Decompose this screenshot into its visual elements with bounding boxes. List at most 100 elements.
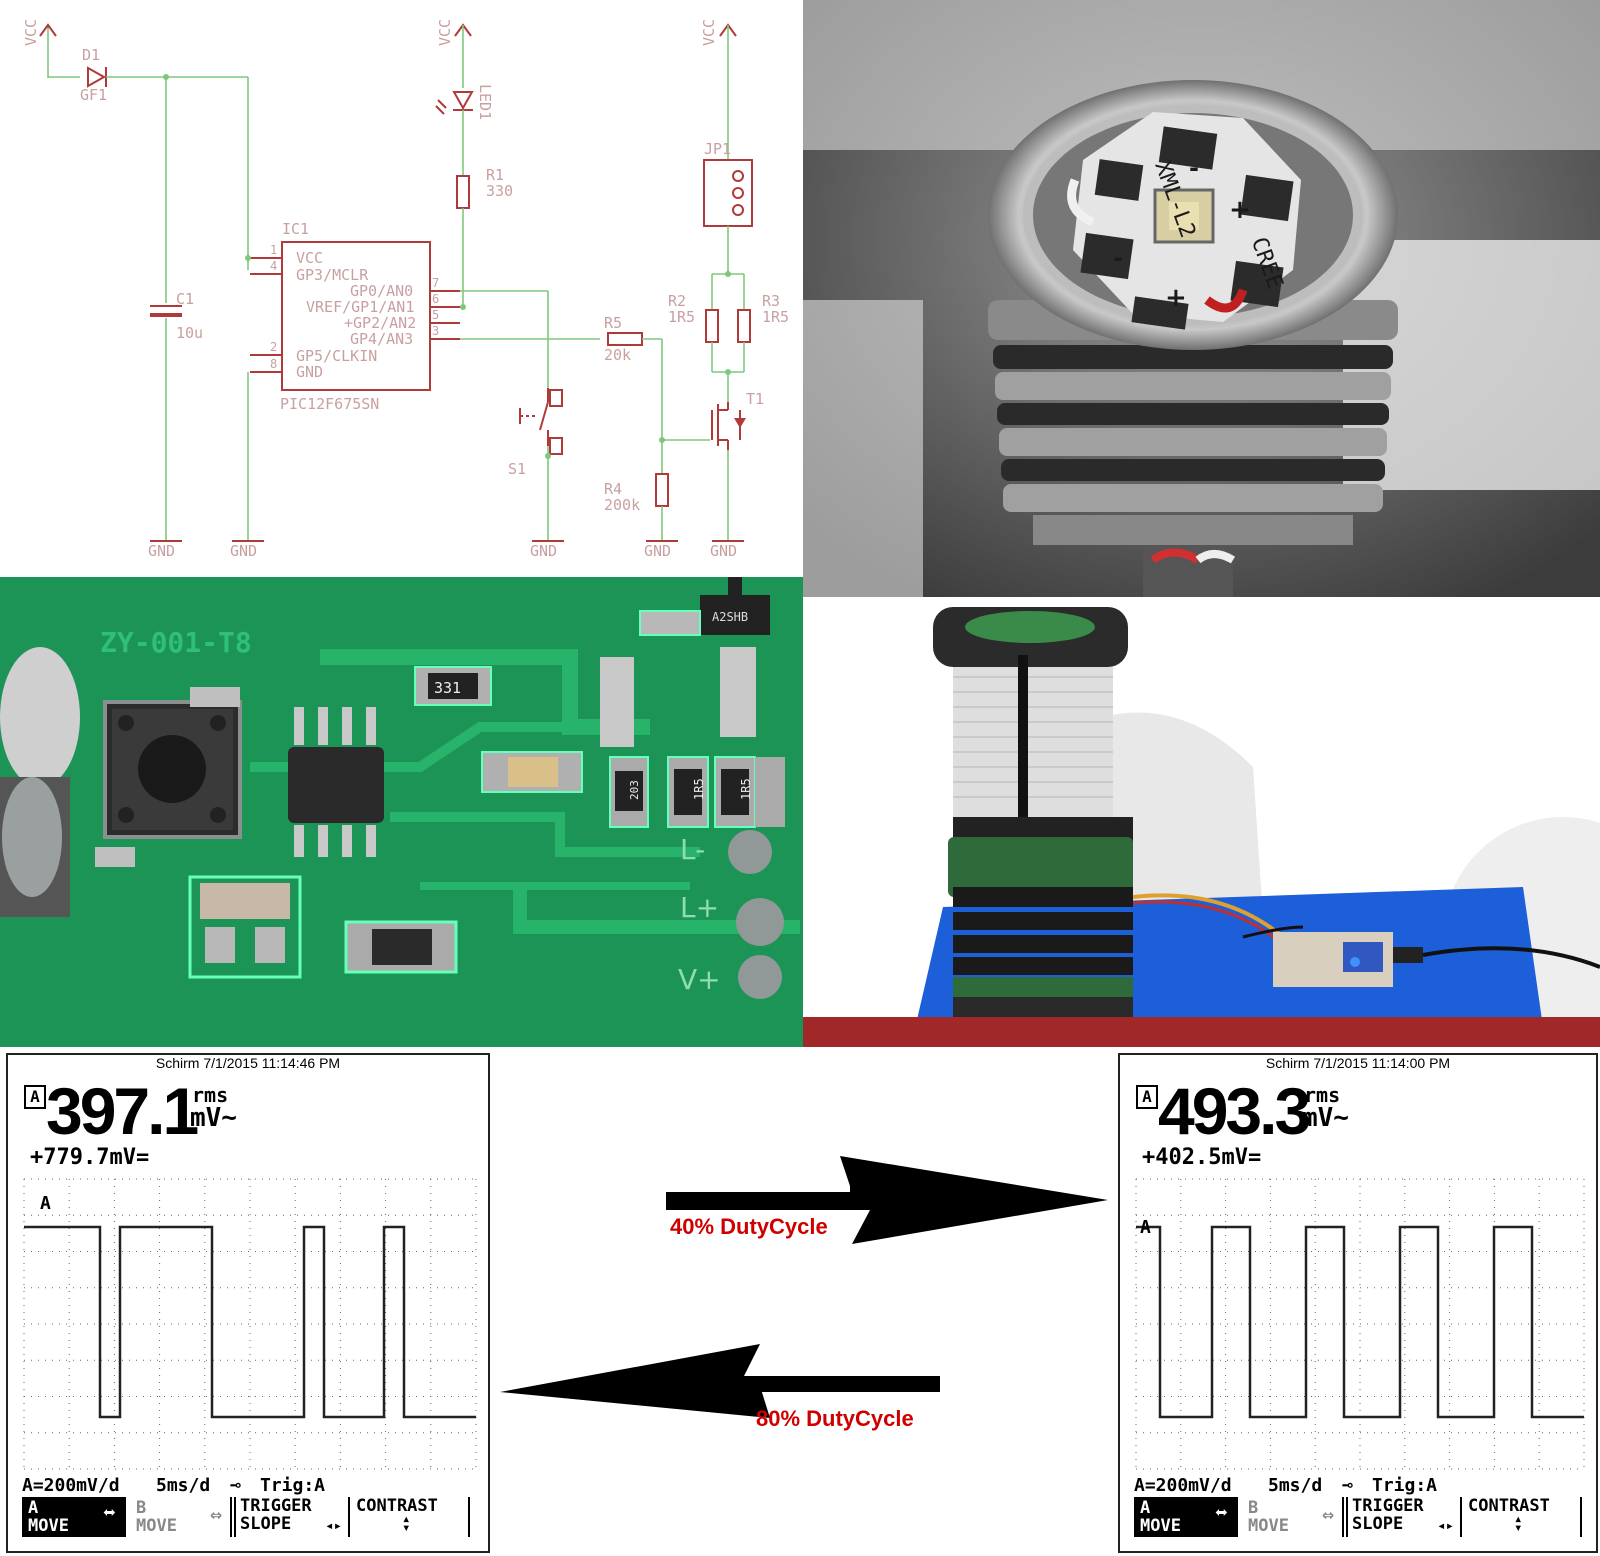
pin-number-1: 1 (270, 243, 277, 257)
ic1-pin-gp3: GP3/MCLR (296, 266, 369, 284)
d1-value: GF1 (80, 86, 107, 104)
scope-right-trigger-button[interactable]: TRIGGER SLOPE ◂▸ (1346, 1497, 1462, 1537)
trigger-icon: ⊸ (1342, 1475, 1353, 1496)
scope-left-b-move-button[interactable]: B MOVE ⇔ (132, 1497, 232, 1537)
r1-label: R1 (486, 166, 504, 184)
left-right-arrow-icon: ⬌ (102, 1501, 116, 1526)
scope-right-reading: 493.3 (1158, 1074, 1311, 1148)
ic1-pin-vcc: VCC (296, 249, 323, 267)
scope-left-reading: 397.1 (46, 1074, 199, 1148)
a-move-label-1: A (28, 1498, 39, 1518)
scope-left-contrast-button[interactable]: CONTRAST ▴▾ (352, 1497, 470, 1537)
gnd-label-3: GND (530, 542, 557, 560)
pin-number-3: 3 (432, 324, 439, 338)
trigger-label-2: SLOPE (1352, 1514, 1404, 1534)
b-move-label-2: MOVE (1248, 1516, 1289, 1536)
led-minus-mark-1: - (1189, 154, 1199, 182)
r5-label: R5 (604, 314, 622, 332)
jp1-label: JP1 (704, 140, 731, 158)
b-move-label-1: B (136, 1498, 147, 1518)
pcb-pad-l-plus: L+ (680, 891, 719, 924)
upper-duty-cycle-label: 40% DutyCycle (670, 1214, 828, 1239)
a-move-label-2: MOVE (28, 1516, 69, 1536)
scope-right-graticule (1135, 1178, 1585, 1470)
scope-left-scale: A=200mV/d (22, 1475, 120, 1496)
schematic-panel: VCC D1 GF1 C1 10u GND IC1 PIC12F675SN VC… (0, 0, 800, 565)
comparison-arrows (500, 1156, 1108, 1418)
up-down-arrow-icon: ▴▾ (402, 1511, 411, 1536)
left-right-arrow-icon: ◂▸ (1437, 1518, 1454, 1534)
ic1-pin-gp5: GP5/CLKIN (296, 347, 377, 365)
pcb-illustration: ZY-001-T8 331 203 1R5 1R5 A2SHB L- (0, 577, 803, 1047)
pcb-photo: ZY-001-T8 331 203 1R5 1R5 A2SHB L- (0, 577, 803, 1047)
vcc-label-2: VCC (436, 19, 454, 46)
scope-left-dc-reading: +779.7mV= (30, 1145, 150, 1170)
r4-value: 200k (604, 496, 640, 514)
lower-duty-cycle-label: 80% DutyCycle (756, 1406, 914, 1431)
scope-right-trig: Trig:A (1372, 1475, 1438, 1496)
pcb-fet-marking: A2SHB (712, 610, 748, 624)
trigger-label-2: SLOPE (240, 1514, 292, 1534)
lantern-illustration (803, 597, 1600, 1047)
pcb-r1-marking: 331 (434, 679, 461, 697)
scope-right-unit-bottom: mV~ (1302, 1103, 1349, 1133)
scope-right-scale: A=200mV/d (1134, 1475, 1232, 1496)
up-down-arrow-icon: ▴▾ (1514, 1511, 1523, 1536)
scope-right-timebase: 5ms/d (1268, 1475, 1323, 1496)
gnd-label-2: GND (230, 542, 257, 560)
scope-left-trig: Trig:A (260, 1475, 326, 1496)
pcb-pad-v-plus: V+ (678, 963, 721, 996)
scope-screen-left: Schirm 7/1/2015 11:14:46 PM A 397.1 rms … (6, 1053, 490, 1553)
scope-right-a-move-button[interactable]: A MOVE ⬌ (1134, 1497, 1238, 1537)
lantern-photo (803, 597, 1600, 1047)
ic1-pin-gp0: GP0/AN0 (350, 282, 413, 300)
pcb-r5-marking: 203 (628, 780, 641, 800)
left-right-arrow-icon: ◂▸ (325, 1518, 342, 1534)
waveform-trace (1136, 1225, 1584, 1419)
pin-number-5: 5 (432, 308, 439, 322)
waveform-trace (24, 1225, 476, 1419)
scope-left-channel-box: A (24, 1085, 46, 1109)
scope-left-unit-bottom: mV~ (190, 1103, 237, 1133)
r3-value: 1R5 (762, 308, 789, 326)
r3-label: R3 (762, 292, 780, 310)
pcb-r2-marking: 1R5 (692, 778, 706, 800)
r2-value: 1R5 (668, 308, 695, 326)
scope-left-header: Schirm 7/1/2015 11:14:46 PM (155, 1055, 341, 1071)
led-minus-mark-2: - (1113, 244, 1123, 272)
ic1-pin-gp4: GP4/AN3 (350, 330, 413, 348)
scope-right-contrast-button[interactable]: CONTRAST ▴▾ (1464, 1497, 1582, 1537)
scope-right-channel-box: A (1136, 1085, 1158, 1109)
d1-label: D1 (82, 46, 100, 64)
trigger-icon: ⊸ (230, 1475, 241, 1496)
gnd-label-5: GND (710, 542, 737, 560)
gnd-label-4: GND (644, 542, 671, 560)
left-right-arrow-icon: ⬌ (1214, 1501, 1228, 1526)
scope-right-b-move-button[interactable]: B MOVE ⇔ (1244, 1497, 1344, 1537)
scope-left-a-move-button[interactable]: A MOVE ⬌ (22, 1497, 126, 1537)
pin-number-6: 6 (432, 292, 439, 306)
ic1-part: PIC12F675SN (280, 395, 379, 413)
scope-right-dc-reading: +402.5mV= (1142, 1145, 1262, 1170)
scope-left-timebase: 5ms/d (156, 1475, 211, 1496)
scope-right-header: Schirm 7/1/2015 11:14:00 PM (1265, 1055, 1451, 1071)
ic1-label: IC1 (282, 220, 309, 238)
scope-left-graticule (23, 1178, 477, 1470)
vcc-label-1: VCC (22, 19, 40, 46)
r4-label: R4 (604, 480, 622, 498)
scope-left-trigger-button[interactable]: TRIGGER SLOPE ◂▸ (234, 1497, 350, 1537)
r5-value: 20k (604, 346, 631, 364)
left-right-arrow-icon: ⇔ (209, 1502, 222, 1526)
scope-left-unit-top: rms (192, 1083, 229, 1107)
scope-screen-right: Schirm 7/1/2015 11:14:00 PM A 493.3 rms … (1118, 1053, 1598, 1553)
led-heatsink-illustration: XML-L2 CREE + + - - (803, 0, 1600, 597)
pin-number-7: 7 (432, 276, 439, 290)
led-plus-mark-2: + (1165, 283, 1187, 313)
scope-right-unit-top: rms (1304, 1083, 1341, 1107)
led-heatsink-photo: XML-L2 CREE + + - - (803, 0, 1600, 597)
pcb-pad-l-minus: L- (680, 833, 705, 866)
scope-left-trace-label: A (40, 1193, 51, 1214)
a-move-label-2: MOVE (1140, 1516, 1181, 1536)
pin-number-2: 2 (270, 340, 277, 354)
pin-number-4: 4 (270, 259, 277, 273)
